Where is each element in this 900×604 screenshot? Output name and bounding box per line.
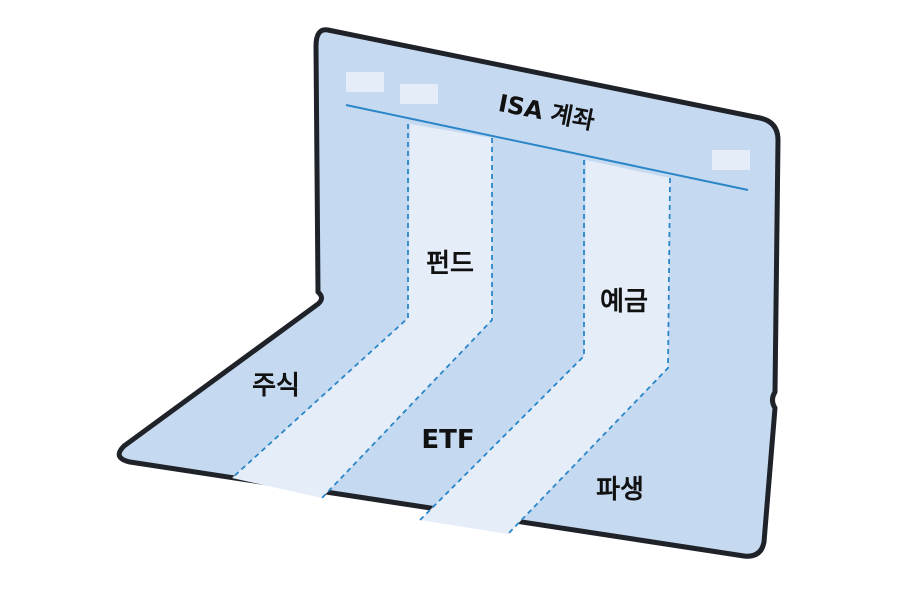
stock-label: 주식 [252,371,300,401]
derivatives-label: 파생 [596,475,644,505]
stripe-deposit-derivatives [420,160,670,534]
dashed-line-2 [321,138,493,499]
dashed-guides [231,124,671,535]
header-tab-2 [400,84,438,104]
header-tab-3 [712,150,750,170]
deposit-label: 예금 [600,287,648,317]
dashed-line-1 [231,124,409,479]
dashed-line-3 [419,160,585,521]
stripe-fund-etf [232,124,492,498]
header-tab-1 [346,72,384,92]
dashed-line-4 [507,177,671,535]
fund-label: 펀드 [426,249,474,279]
etf-label: ETF [421,425,474,455]
header-divider-line [345,104,749,191]
